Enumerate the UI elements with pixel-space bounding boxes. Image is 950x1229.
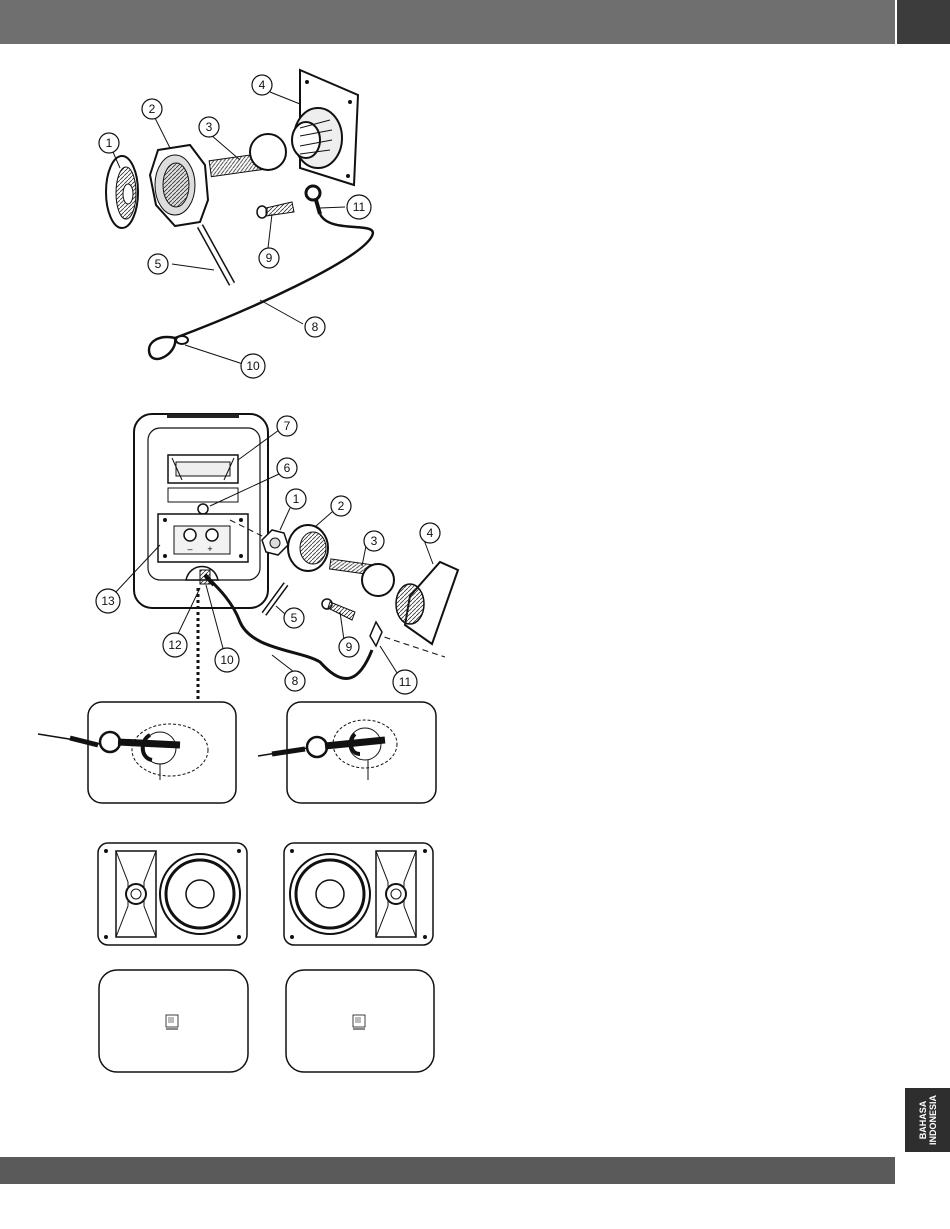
language-label: BAHASA INDONESIA	[918, 1095, 938, 1145]
callout-top: 3	[206, 120, 213, 134]
terminal-minus-label: –	[187, 544, 192, 554]
callout-top: 11	[353, 200, 366, 214]
part-washer-top	[106, 156, 138, 228]
callout-top: 9	[266, 251, 273, 265]
speaker-front-left	[98, 843, 247, 945]
callout-bottom: 2	[338, 499, 345, 513]
language-tab: BAHASA INDONESIA	[905, 1088, 950, 1152]
callout-bottom: 3	[371, 534, 378, 548]
exploded-diagram-top: 1 2 3 4 5 8 9 10 11	[99, 70, 373, 378]
callout-bottom: 5	[291, 611, 298, 625]
part-screw-top	[257, 202, 294, 218]
callout-bottom: 4	[427, 526, 434, 540]
callout-top: 8	[312, 320, 319, 334]
callout-top: 2	[149, 102, 156, 116]
callout-top: 1	[106, 136, 113, 150]
language-line2: INDONESIA	[928, 1095, 938, 1145]
footer-bar	[0, 1157, 895, 1184]
detail-inset-right	[258, 702, 436, 803]
terminal-plus-label: +	[207, 544, 212, 554]
callout-top: 4	[259, 78, 266, 92]
callout-bottom: 7	[284, 419, 291, 433]
callout-bottom: 8	[292, 674, 299, 688]
callout-bottom: 11	[399, 675, 412, 689]
language-line1: BAHASA	[918, 1095, 928, 1145]
speaker-front-right	[284, 843, 433, 945]
callout-bottom: 6	[284, 461, 291, 475]
part-knob-top	[150, 145, 208, 226]
part-plate-top	[292, 70, 358, 185]
callout-bottom: 13	[101, 594, 115, 608]
callout-bottom: 1	[293, 492, 300, 506]
part-ball-stud-top	[209, 134, 286, 177]
callout-bottom: 9	[346, 640, 353, 654]
callout-bottom: 10	[220, 653, 234, 667]
callout-top: 5	[155, 257, 162, 271]
speaker-grille-left	[99, 970, 248, 1072]
exploded-diagram-bottom: – +	[96, 414, 458, 704]
callout-top: 10	[246, 359, 260, 373]
callout-bottom: 12	[168, 638, 182, 652]
speaker-grille-right	[286, 970, 434, 1072]
detail-inset-left	[38, 702, 236, 803]
